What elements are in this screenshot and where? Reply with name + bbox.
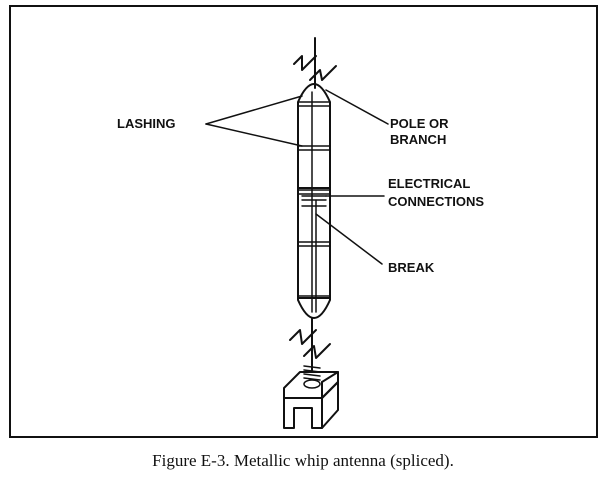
antenna-base-mount (283, 371, 339, 429)
pole-or-branch (297, 83, 331, 319)
label-lashing: LASHING (117, 116, 176, 131)
lashing-bands (297, 101, 331, 297)
break-symbol-top (293, 55, 337, 81)
figure-caption: Figure E-3. Metallic whip antenna (splic… (152, 451, 454, 470)
label-break: BREAK (388, 260, 435, 275)
electrical-connection-marks (301, 195, 327, 207)
figure-border (9, 5, 598, 438)
callout-lines (205, 89, 389, 265)
label-pole-line2: BRANCH (390, 132, 446, 147)
break-symbol-bottom (289, 329, 331, 359)
label-pole-line1: POLE OR (390, 116, 449, 131)
label-electrical-line2: CONNECTIONS (388, 194, 484, 209)
label-electrical-line1: ELECTRICAL (388, 176, 470, 191)
